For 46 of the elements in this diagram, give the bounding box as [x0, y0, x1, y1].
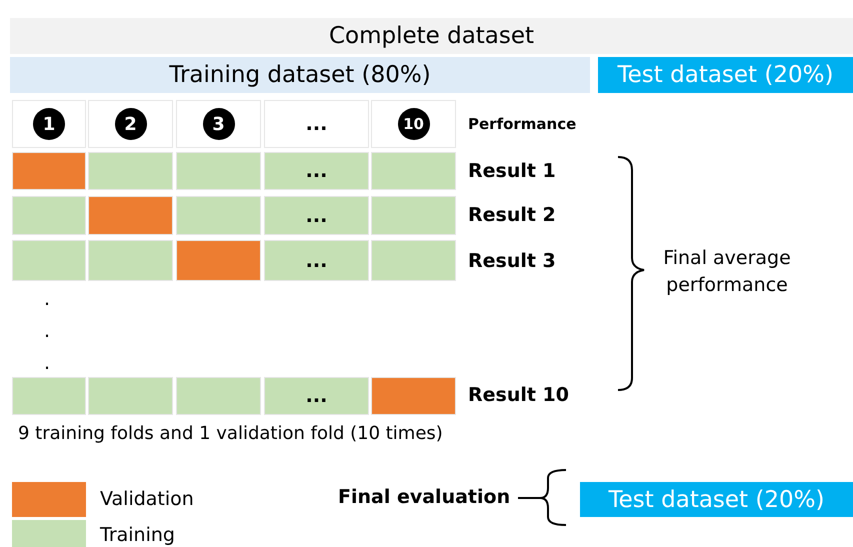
column-header-cell: ... — [264, 100, 369, 148]
column-header-cell — [176, 100, 261, 148]
row-label: Final evaluation — [338, 486, 510, 508]
row-label: Result 10 — [468, 384, 570, 406]
note-text: . — [44, 320, 50, 342]
fold-number: 3 — [202, 108, 234, 140]
training-fold — [176, 377, 261, 415]
training-fold — [371, 196, 456, 235]
ellipsis-fold: ... — [264, 377, 369, 415]
column-header-cell — [88, 100, 173, 148]
fold-number: 1 — [33, 108, 65, 140]
training-fold — [176, 196, 261, 235]
ellipsis-fold: ... — [264, 240, 369, 281]
legend-label: Training — [100, 524, 175, 546]
validation-fold — [12, 152, 86, 190]
row-label: Result 2 — [468, 204, 556, 226]
row-label: Result 1 — [468, 160, 556, 182]
training-fold — [88, 152, 173, 190]
validation-fold — [176, 240, 261, 281]
training-fold — [371, 240, 456, 281]
column-header-cell — [12, 100, 86, 148]
training-fold — [12, 196, 86, 235]
summary-text: Final average performance — [662, 246, 792, 298]
test-band: Test dataset (20%) — [598, 57, 853, 93]
row-label: Performance — [468, 115, 576, 133]
fold-number: 10 — [398, 108, 430, 140]
column-header-cell — [371, 100, 456, 148]
row-label: Result 3 — [468, 250, 556, 272]
training-fold — [88, 240, 173, 281]
test-band: Test dataset (20%) — [580, 482, 853, 517]
legend-label: Validation — [100, 488, 194, 510]
training-band: Training dataset (80%) — [10, 57, 590, 93]
dataset-band: Complete dataset — [10, 18, 853, 54]
fold-number: 2 — [114, 108, 146, 140]
training-fold — [371, 152, 456, 190]
note-text: . — [44, 352, 50, 374]
ellipsis-fold: ... — [264, 152, 369, 190]
training-fold — [12, 377, 86, 415]
validation-fold — [88, 196, 173, 235]
ellipsis-fold: ... — [264, 196, 369, 235]
validation-fold — [371, 377, 456, 415]
note-text: . — [44, 288, 50, 310]
note-text: 9 training folds and 1 validation fold (10 times) — [18, 423, 443, 444]
training-fold — [88, 377, 173, 415]
training-fold — [12, 240, 86, 281]
training-fold — [176, 152, 261, 190]
